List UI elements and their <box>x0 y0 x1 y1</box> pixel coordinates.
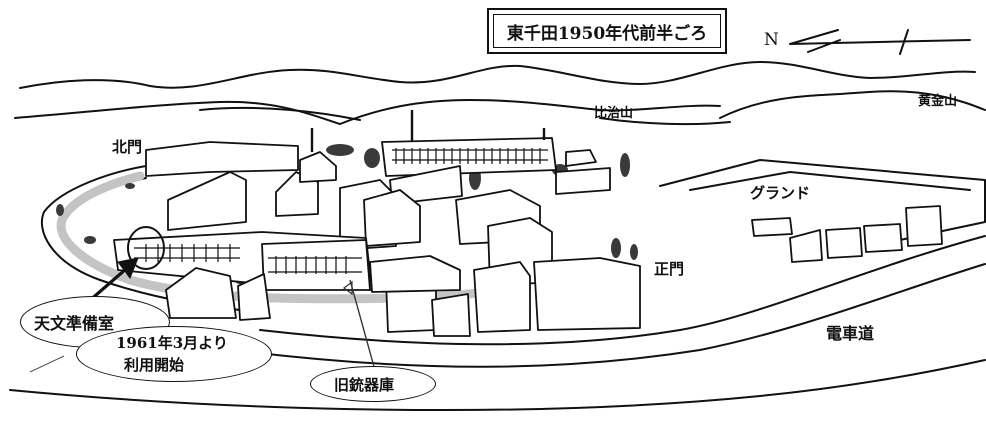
compass-label: N <box>764 30 779 50</box>
building <box>431 293 471 337</box>
main-gate-label: 正門 <box>654 260 685 278</box>
observatory-callout-label: 天文準備室 <box>34 314 115 333</box>
tree-cluster <box>125 183 135 189</box>
building <box>275 171 319 217</box>
building <box>789 229 823 263</box>
usage-callout <box>76 326 272 382</box>
tree-cluster <box>326 144 354 156</box>
north-gate-label: 北門 <box>112 138 143 156</box>
building <box>825 227 863 259</box>
armory-windows <box>268 256 362 274</box>
mountain-label-ogon: 黄金山 <box>918 94 958 109</box>
tree-cluster <box>611 238 621 258</box>
tree-cluster <box>620 153 630 177</box>
ground-label: グランド <box>750 184 811 202</box>
armory-leader <box>349 279 377 375</box>
building <box>473 261 531 333</box>
building <box>863 223 903 253</box>
mountain-ridge-front <box>14 99 721 125</box>
building <box>533 257 641 331</box>
building <box>165 267 237 319</box>
title-box: 東千田1950年代前半ごろ <box>487 8 727 54</box>
tree-cluster <box>364 148 380 168</box>
armory-callout-label: 旧銃器庫 <box>334 376 395 394</box>
observatory-circle <box>127 226 165 270</box>
building <box>369 255 461 293</box>
usage-callout-line1: 1961年3月より <box>116 334 228 352</box>
building <box>565 149 597 167</box>
observatory-windows <box>134 244 240 262</box>
page-title: 東千田1950年代前半ごろ <box>493 14 721 48</box>
building <box>299 151 337 183</box>
usage-callout-line2: 利用開始 <box>124 356 185 374</box>
building <box>751 217 793 237</box>
mountain-ridge-back <box>19 61 976 89</box>
main-hall <box>381 137 557 177</box>
building <box>555 167 611 195</box>
building <box>363 189 421 247</box>
tram-road-label: 電車道 <box>826 324 875 343</box>
arrowhead <box>117 257 139 280</box>
armory-callout <box>310 366 436 402</box>
tree-cluster <box>630 244 638 260</box>
building <box>145 141 299 177</box>
ground-outline <box>659 159 986 241</box>
tram-road <box>259 235 986 346</box>
tree-cluster <box>84 236 96 244</box>
building <box>167 171 247 231</box>
main-hall-windows <box>392 148 548 164</box>
mountain-ridge-right <box>719 90 986 119</box>
compass-arrow <box>789 29 971 55</box>
mountain-label-hiji: 比治山 <box>594 106 634 121</box>
tree-cluster <box>56 204 64 216</box>
building <box>905 205 943 247</box>
building <box>237 273 271 321</box>
